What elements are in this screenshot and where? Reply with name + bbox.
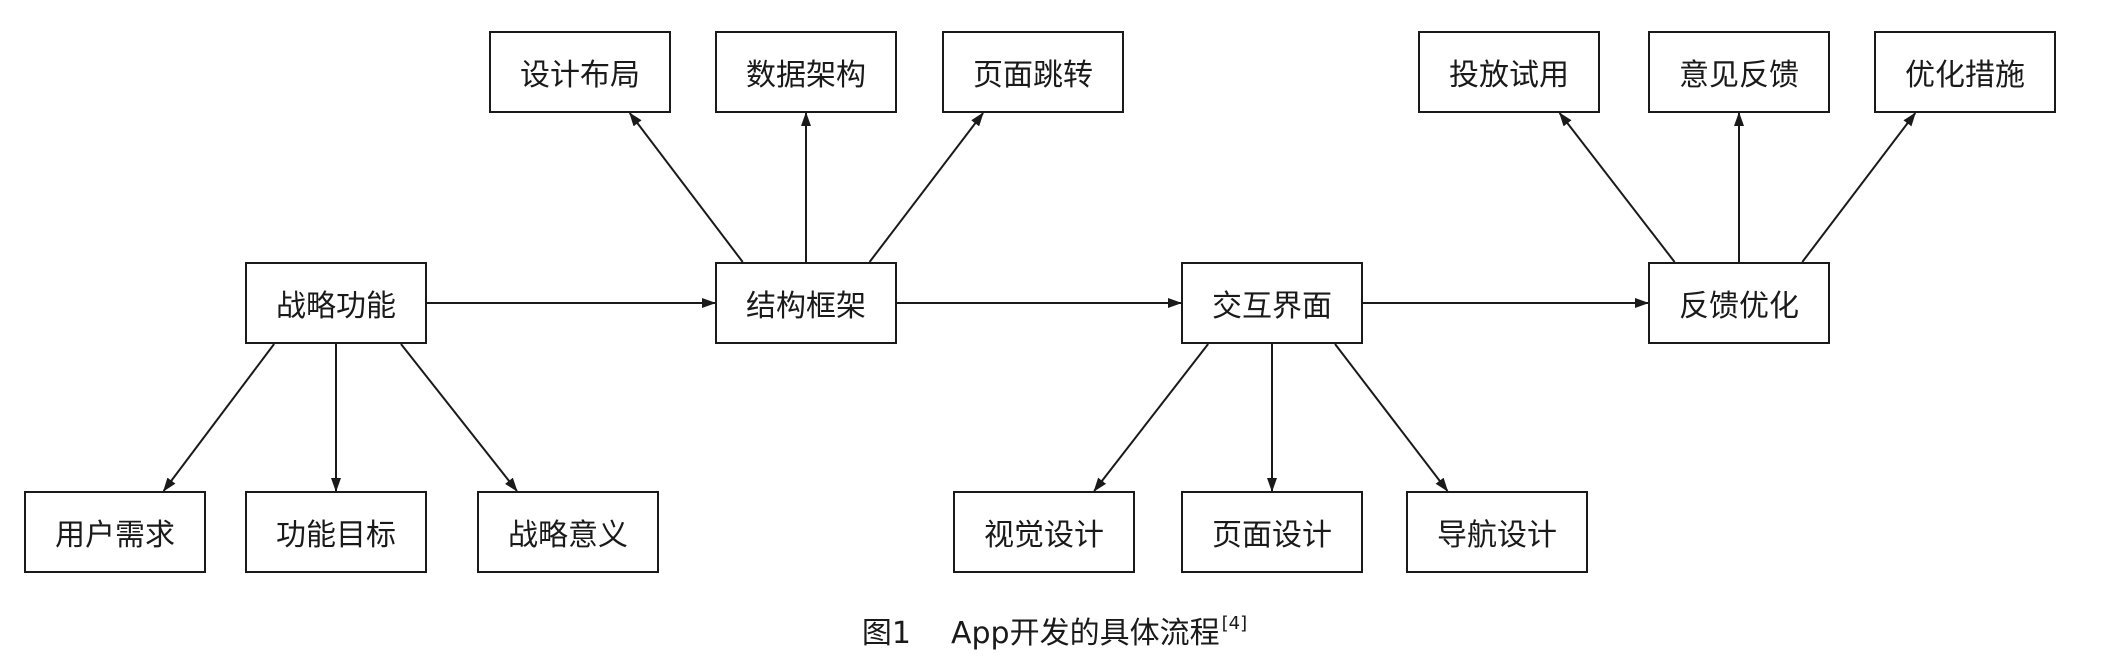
node-opinion-feedback: 意见反馈 bbox=[1648, 31, 1830, 113]
node-interaction-interface: 交互界面 bbox=[1181, 262, 1363, 344]
node-data-architecture: 数据架构 bbox=[715, 31, 897, 113]
node-structure-framework: 结构框架 bbox=[715, 262, 897, 344]
node-layout-design: 设计布局 bbox=[489, 31, 671, 113]
figure-number: 图1 bbox=[861, 616, 911, 651]
node-navigation-design: 导航设计 bbox=[1406, 491, 1588, 573]
arrow-feedback-to-optimize bbox=[1801, 112, 1917, 263]
node-optimization-measures: 优化措施 bbox=[1874, 31, 2056, 113]
arrow-interaction-to-nav_design bbox=[1334, 343, 1449, 492]
figure-caption: 图1 App开发的具体流程[4] bbox=[0, 608, 2109, 652]
node-trial-release: 投放试用 bbox=[1418, 31, 1600, 113]
node-visual-design: 视觉设计 bbox=[953, 491, 1135, 573]
arrow-interaction-to-visual_design bbox=[1093, 343, 1209, 492]
node-user-needs: 用户需求 bbox=[24, 491, 206, 573]
node-feedback-optimization: 反馈优化 bbox=[1648, 262, 1830, 344]
figure-reference: [4] bbox=[1221, 613, 1248, 634]
node-function-goal: 功能目标 bbox=[245, 491, 427, 573]
arrow-structure-to-layout_design bbox=[628, 112, 744, 263]
arrow-strategy-to-user_needs bbox=[162, 343, 275, 492]
node-page-design: 页面设计 bbox=[1181, 491, 1363, 573]
connector-lines bbox=[162, 112, 1917, 492]
node-strategy-function: 战略功能 bbox=[245, 262, 427, 344]
arrow-feedback-to-trial bbox=[1558, 112, 1676, 263]
arrow-structure-to-page_jump bbox=[868, 112, 984, 263]
node-page-navigation: 页面跳转 bbox=[942, 31, 1124, 113]
figure-title: App开发的具体流程 bbox=[950, 616, 1220, 651]
node-strategy-meaning: 战略意义 bbox=[477, 491, 659, 573]
arrow-strategy-to-strategy_meaning bbox=[400, 343, 518, 492]
